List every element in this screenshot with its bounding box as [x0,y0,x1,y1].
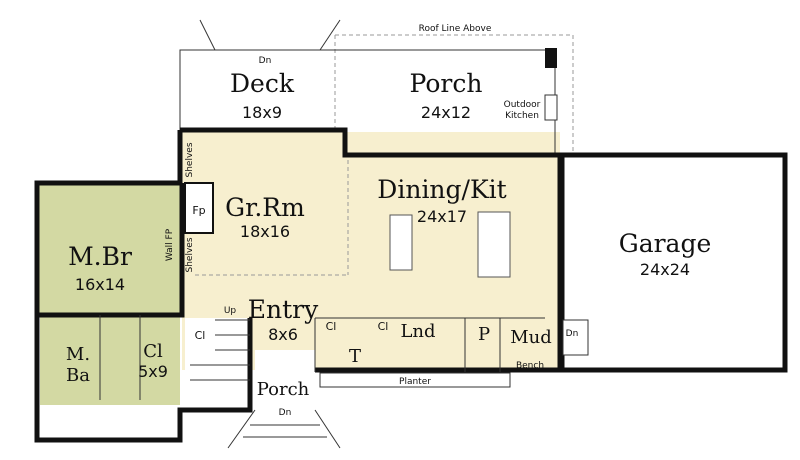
dining-kitchen-name: Dining/Kit [377,175,506,204]
shelves-label-upper: Shelves [185,142,195,177]
master-closet-size: 5x9 [138,362,168,381]
stair-closet-label: Cl [195,329,206,342]
planter-fill [319,372,511,388]
kitchen-island [477,211,511,278]
deck-size: 18x9 [242,103,282,122]
entry-size: 8x6 [268,325,298,344]
outdoor-kitchen-label-1: Outdoor [504,100,541,110]
rear-porch-name: Porch [410,69,483,98]
front-porch-fill [255,350,315,405]
stair-fill [185,318,250,403]
deck-stair-right [319,19,341,51]
mud-stair-label: Dn [566,329,579,339]
laundry-closet-label: Cl [378,320,389,333]
master-bath-fill [40,315,180,405]
laundry-label: Lnd [400,321,435,342]
pantry-label: P [478,324,490,345]
master-bedroom-name: M.Br [68,242,132,271]
master-bath-line1: M. [66,344,90,365]
master-bedroom-size: 16x14 [75,275,125,294]
great-room-size: 18x16 [240,222,290,241]
wall-fp-label: Wall FP [165,228,175,261]
dining-table [389,214,413,271]
walls [34,127,788,443]
front-porch-stair-label: Dn [279,408,292,418]
stair-up-label: Up [224,306,237,316]
mud-label: Mud [510,327,552,348]
garage-name: Garage [619,229,712,258]
toilet-label: T [349,346,361,367]
great-room-name: Gr.Rm [225,193,305,222]
front-stair[interactable] [227,409,341,449]
planter-label: Planter [399,377,431,387]
outdoor-kitchen-label-2: Kitchen [505,111,539,121]
garage-size: 24x24 [640,260,690,279]
interior-stair[interactable] [190,319,250,381]
deck-stair-label: Dn [259,56,272,66]
master-suite-fill [37,183,182,315]
outdoor-grill [544,94,558,121]
hall-closet-label: Cl [326,320,337,333]
fireplace-label: Fp [192,204,205,217]
outdoor-kitchen-counter [545,48,557,68]
rear-porch-size: 24x12 [421,103,471,122]
fireplace [184,182,214,234]
garage-walls [559,152,788,373]
shelves-label-lower: Shelves [185,237,195,272]
master-closet-name: Cl [143,341,163,362]
entry-name: Entry [248,295,319,324]
master-bath-line2: Ba [66,365,90,386]
roof-line [335,34,574,155]
garage-stair[interactable] [562,319,589,356]
bench-label: Bench [516,361,544,371]
dining-kitchen-size: 24x17 [417,207,467,226]
roof-line-label: Roof Line Above [419,24,492,34]
deck-name: Deck [230,69,295,98]
front-porch-name: Porch [257,379,310,400]
deck-stair-left [199,19,216,51]
